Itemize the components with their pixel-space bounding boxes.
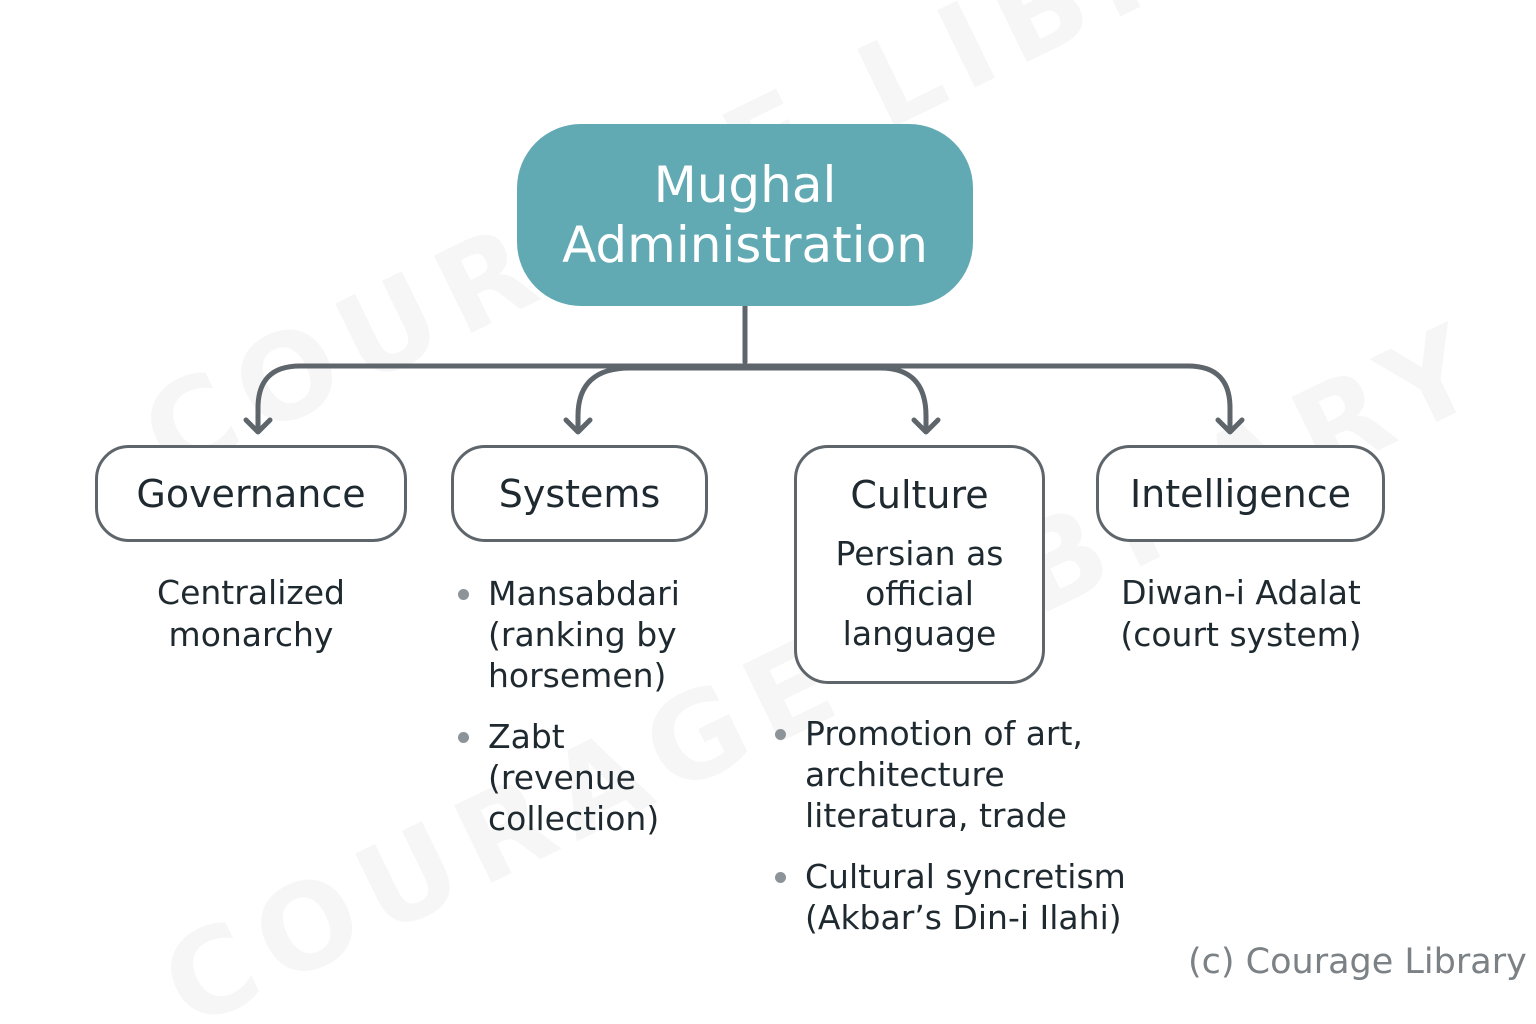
arrowhead-systems: [563, 417, 593, 435]
culture-box-description: Persian as official language: [797, 534, 1042, 654]
culture-box-line: official: [865, 574, 974, 613]
bullet-line: collection): [488, 799, 660, 838]
bullet-line: (Akbar’s Din-i Ilahi): [805, 898, 1122, 937]
bullet-line: horsemen): [488, 656, 667, 695]
bullet-line: Mansabdari: [488, 574, 680, 613]
bullet-line: Cultural syncretism: [805, 857, 1126, 896]
governance-line: monarchy: [168, 615, 334, 654]
systems-bullet-mansabdari: Mansabdari (ranking by horsemen): [458, 573, 758, 696]
connector-left-bar: [255, 363, 748, 433]
intelligence-line: (court system): [1120, 615, 1362, 654]
bullet-line: literatura, trade: [805, 796, 1067, 835]
culture-bullet-promotion: Promotion of art, architecture literatur…: [775, 713, 1175, 836]
governance-line: Centralized: [157, 573, 345, 612]
systems-title: Systems: [498, 471, 661, 516]
culture-bullet-syncretism: Cultural syncretism (Akbar’s Din-i Ilahi…: [775, 856, 1175, 938]
governance-description: Centralized monarchy: [95, 572, 407, 656]
intelligence-box: Intelligence: [1096, 445, 1385, 542]
connector-systems: [575, 365, 748, 433]
bullet-line: (ranking by: [488, 615, 677, 654]
bullet-line: architecture: [805, 755, 1005, 794]
systems-bullet-zabt: Zabt (revenue collection): [458, 716, 758, 839]
copyright-notice: (c) Courage Library: [1188, 942, 1527, 982]
root-node: Mughal Administration: [517, 124, 973, 306]
governance-box: Governance: [95, 445, 407, 542]
intelligence-line: Diwan-i Adalat: [1121, 573, 1361, 612]
connector-culture: [742, 365, 929, 433]
bullet-line: (revenue: [488, 758, 636, 797]
arrowhead-intelligence: [1215, 417, 1245, 435]
systems-bullet-list: Mansabdari (ranking by horsemen) Zabt (r…: [458, 573, 758, 839]
governance-title: Governance: [136, 471, 366, 516]
arrowhead-governance: [243, 417, 273, 435]
systems-box: Systems: [451, 445, 708, 542]
root-title-line2: Administration: [562, 216, 928, 274]
root-title-line1: Mughal: [653, 156, 837, 214]
culture-box: Culture Persian as official language: [794, 445, 1045, 684]
intelligence-title: Intelligence: [1129, 471, 1352, 516]
culture-box-line: Persian as: [835, 534, 1004, 573]
bullet-line: Promotion of art,: [805, 714, 1083, 753]
connector-intelligence: [742, 363, 1233, 433]
bullet-line: Zabt: [488, 717, 565, 756]
culture-box-line: language: [842, 614, 997, 653]
culture-title: Culture: [850, 473, 989, 517]
intelligence-description: Diwan-i Adalat (court system): [1086, 572, 1396, 656]
culture-bullet-list: Promotion of art, architecture literatur…: [775, 713, 1175, 938]
arrowhead-culture: [911, 417, 941, 435]
